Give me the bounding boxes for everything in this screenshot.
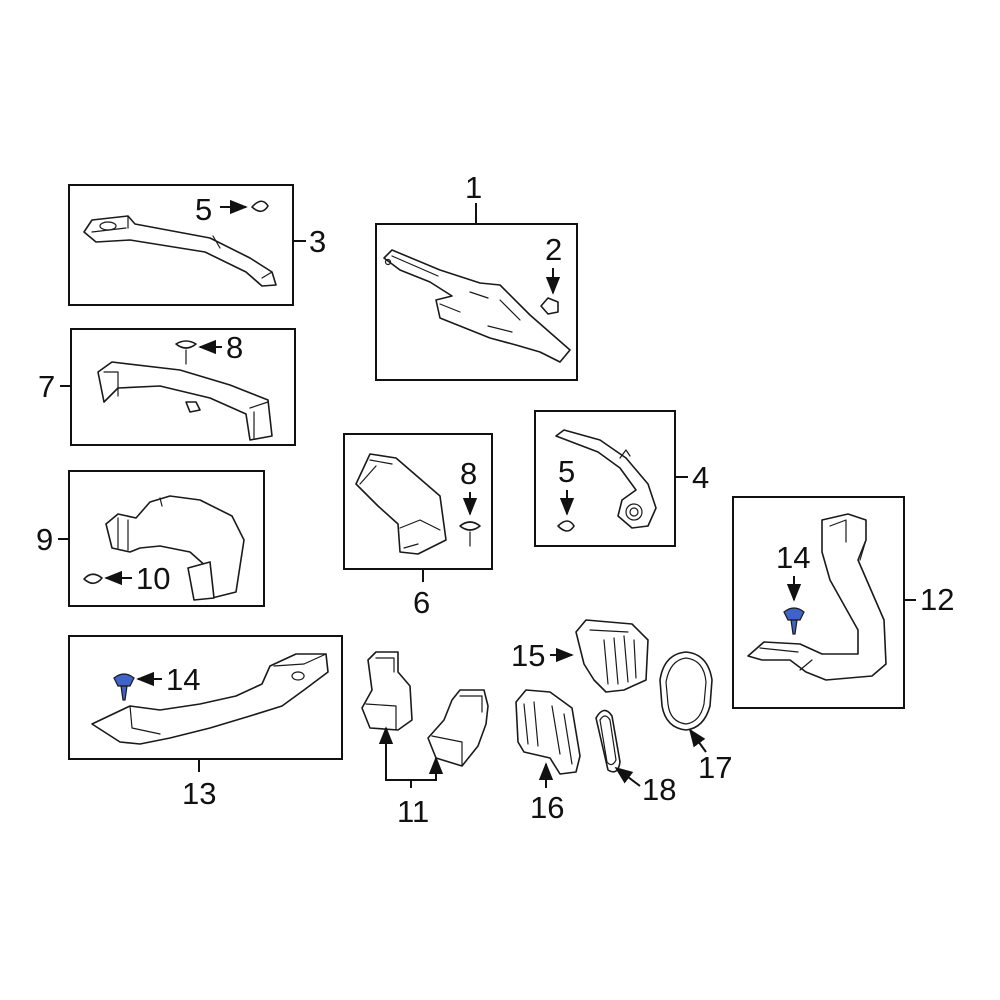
vent-15: 15 bbox=[511, 619, 649, 693]
group-13-duct: 14 13 bbox=[68, 635, 343, 811]
group-3-rear-duct: 5 3 bbox=[68, 184, 326, 306]
callout-5-lower: 5 bbox=[558, 454, 575, 489]
clip-2-part bbox=[540, 297, 559, 315]
callout-5-upper: 5 bbox=[195, 192, 212, 227]
callout-1: 1 bbox=[465, 170, 482, 205]
outlets-11: 11 bbox=[361, 651, 489, 829]
vent-housing-16: 16 bbox=[515, 689, 581, 825]
callout-16: 16 bbox=[530, 790, 564, 825]
group-4-duct: 5 4 bbox=[534, 410, 709, 547]
leader-17 bbox=[688, 728, 707, 753]
rear-duct-part bbox=[83, 215, 277, 287]
group-7-duct: 8 7 bbox=[38, 328, 296, 446]
gasket-17: 17 bbox=[659, 651, 732, 785]
callout-14-right: 14 bbox=[776, 540, 810, 575]
group-1-main-duct: 1 2 bbox=[375, 170, 578, 381]
callout-9: 9 bbox=[36, 522, 53, 557]
callout-15: 15 bbox=[511, 638, 545, 673]
duct-9-part bbox=[105, 495, 245, 601]
seal-18-part bbox=[595, 709, 621, 773]
pin-8-left-part bbox=[175, 340, 197, 365]
clip-10-part bbox=[83, 573, 103, 585]
callout-10: 10 bbox=[136, 561, 170, 596]
duct-6-part bbox=[355, 453, 447, 555]
duct-12-part bbox=[747, 513, 887, 681]
callout-13: 13 bbox=[182, 776, 216, 811]
group-9-duct: 10 9 bbox=[36, 470, 265, 607]
pin-8-right-part bbox=[459, 521, 481, 547]
clip-5-lower-part bbox=[557, 520, 575, 532]
callout-18: 18 bbox=[642, 772, 676, 807]
callout-2: 2 bbox=[545, 232, 562, 267]
group-12-box bbox=[732, 496, 905, 709]
outlet-11-right-part bbox=[427, 689, 489, 767]
leader-11-bracket bbox=[385, 740, 437, 781]
group-6-box bbox=[343, 433, 493, 570]
gasket-17-part bbox=[659, 651, 713, 731]
main-duct-part bbox=[383, 249, 571, 363]
clip-5-upper-part bbox=[251, 200, 269, 213]
group-6-duct: 8 6 bbox=[343, 433, 493, 620]
callout-8-left: 8 bbox=[226, 330, 243, 365]
vent-housing-16-part bbox=[515, 689, 581, 775]
callout-12: 12 bbox=[920, 582, 954, 617]
callout-11: 11 bbox=[397, 794, 429, 829]
screw-14-left-part bbox=[113, 673, 135, 701]
callout-7: 7 bbox=[38, 369, 55, 404]
duct-4-part bbox=[555, 429, 657, 529]
group-12-duct: 14 12 bbox=[732, 496, 954, 709]
group-4-box bbox=[534, 410, 676, 547]
callout-3: 3 bbox=[309, 224, 326, 259]
leader-18 bbox=[614, 766, 641, 787]
group-13-box bbox=[68, 635, 343, 760]
callout-4: 4 bbox=[692, 460, 709, 495]
callout-8-right: 8 bbox=[460, 456, 477, 491]
seal-18: 18 bbox=[595, 709, 676, 807]
duct-13-part bbox=[91, 653, 329, 745]
screw-14-right-part bbox=[783, 607, 805, 635]
outlet-11-left-part bbox=[361, 651, 413, 731]
group-3-box bbox=[68, 184, 294, 306]
vent-15-part bbox=[575, 619, 649, 693]
callout-17: 17 bbox=[698, 750, 732, 785]
duct-7-part bbox=[97, 361, 273, 441]
callout-6: 6 bbox=[413, 585, 430, 620]
callout-14-left: 14 bbox=[166, 662, 200, 697]
